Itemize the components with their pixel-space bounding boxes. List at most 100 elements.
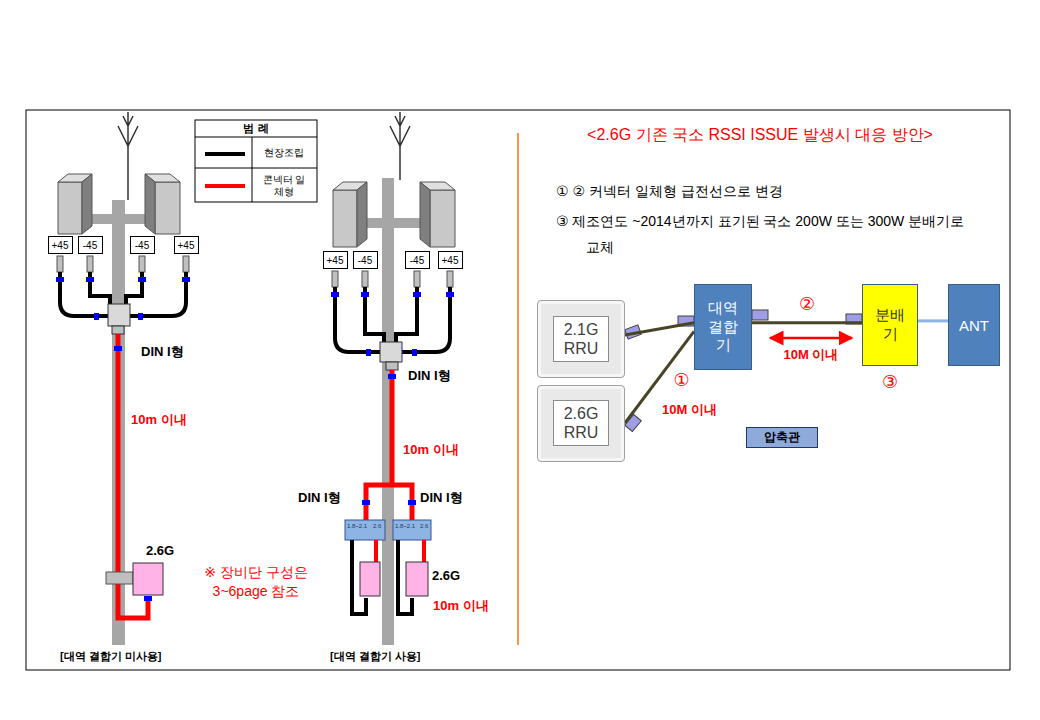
dimension-arrow bbox=[770, 337, 852, 340]
node-text: +45 bbox=[327, 255, 344, 266]
mount-bracket bbox=[106, 572, 133, 584]
blue-mark bbox=[138, 313, 143, 320]
port-label: +45 bbox=[174, 236, 199, 254]
blue-mark bbox=[86, 277, 94, 282]
divider-line bbox=[517, 133, 519, 645]
legend-rule bbox=[195, 168, 317, 169]
diagram-label: [대역 결합기 미사용] bbox=[60, 650, 161, 663]
blue-mark bbox=[446, 292, 454, 297]
blue-mark bbox=[144, 596, 152, 601]
node-text: -45 bbox=[83, 240, 97, 251]
port-connector bbox=[87, 256, 93, 272]
legend-rule bbox=[252, 137, 253, 202]
blue-mark bbox=[182, 277, 190, 282]
equipment-box bbox=[406, 562, 428, 596]
diagram-label: 10m 이내 bbox=[433, 598, 489, 614]
node-text: +45 bbox=[442, 255, 459, 266]
connector-line bbox=[625, 323, 694, 335]
diagram-label: 범 례 bbox=[243, 122, 268, 135]
jumper-cable bbox=[352, 540, 412, 614]
diagram-label: DIN I형 bbox=[408, 368, 451, 384]
node-text: -45 bbox=[135, 240, 149, 251]
blue-mark bbox=[331, 292, 339, 297]
connector-line bbox=[752, 321, 862, 324]
blue-mark bbox=[56, 277, 64, 282]
port-label: +45 bbox=[438, 251, 463, 269]
node-text: +45 bbox=[52, 240, 69, 251]
blue-mark bbox=[388, 374, 396, 379]
legend-text: 현장조립 bbox=[261, 147, 307, 159]
port-connector bbox=[447, 271, 453, 287]
antenna-panel bbox=[82, 174, 92, 234]
equipment-box bbox=[133, 563, 163, 595]
diagram-label: 10m 이내 bbox=[403, 442, 459, 458]
diagram-label: [대역 결합기 사용] bbox=[330, 650, 420, 663]
blue-mark bbox=[413, 292, 421, 297]
edge-label: ② bbox=[798, 294, 816, 316]
blue-mark bbox=[412, 349, 417, 356]
port-label: -45 bbox=[405, 251, 430, 269]
legend-text: 콘넥터 일체형 bbox=[261, 174, 307, 198]
page-frame bbox=[26, 110, 1010, 670]
blue-mark bbox=[138, 277, 146, 282]
blue-mark bbox=[366, 349, 371, 356]
antenna-mast bbox=[390, 112, 410, 180]
diagram-label: 1.8~2.1 bbox=[347, 523, 367, 530]
feeder-cable bbox=[376, 540, 424, 562]
rf-port bbox=[625, 414, 642, 431]
diagram-label: DIN I형 bbox=[298, 490, 341, 506]
diagram-label: 2.6 bbox=[373, 523, 381, 530]
diagram-label: ① ② 커넥터 일체형 급전선으로 변경 bbox=[556, 183, 783, 200]
connector-line bbox=[918, 319, 948, 322]
antenna-panel bbox=[155, 182, 180, 234]
blue-mark bbox=[362, 500, 370, 505]
legend-box bbox=[195, 120, 317, 202]
rru-unit: 2.1G RRU bbox=[537, 300, 625, 378]
diagram-label: 1.8~2.1 bbox=[395, 523, 415, 530]
diagram-label: DIN I형 bbox=[141, 344, 184, 360]
divider-box: 분배기 bbox=[862, 284, 918, 366]
legend-rule bbox=[195, 137, 317, 138]
port-label: -45 bbox=[130, 236, 155, 254]
node-text: 대역 결합기 bbox=[707, 299, 739, 355]
port-label: +45 bbox=[323, 251, 348, 269]
antenna-panel bbox=[357, 182, 367, 247]
port-label: +45 bbox=[48, 236, 73, 254]
antenna-mast bbox=[118, 112, 138, 200]
diagram-label: ③ bbox=[882, 372, 898, 394]
port-label: -45 bbox=[78, 236, 103, 254]
node-text: 2.6G RRU bbox=[553, 400, 609, 446]
rru-unit: 2.6G RRU bbox=[537, 385, 625, 462]
splitter bbox=[108, 304, 130, 326]
antenna-panel bbox=[430, 190, 455, 247]
antenna-box: ANT bbox=[948, 284, 1000, 366]
antenna-panel bbox=[333, 190, 357, 247]
node-text: -45 bbox=[358, 255, 372, 266]
blue-mark bbox=[94, 313, 99, 320]
blue-mark bbox=[361, 292, 369, 297]
port-connector bbox=[332, 271, 338, 287]
diagram-label: 2.6 bbox=[420, 523, 428, 530]
combiner-box: 대역 결합기 bbox=[694, 284, 752, 370]
port-connector bbox=[139, 256, 145, 272]
antenna-panel bbox=[420, 182, 430, 247]
diagram-label: ③ 제조연도 ~2014년까지 표기된 국소 200W 또는 300W 분배기로… bbox=[556, 209, 966, 261]
antenna-panel bbox=[58, 182, 82, 234]
node-text: +45 bbox=[178, 240, 195, 251]
port-connector bbox=[57, 256, 63, 272]
panel-title: <2.6G 기존 국소 RSSI ISSUE 발생시 대응 방안> bbox=[587, 125, 933, 144]
legend-line-sample bbox=[205, 152, 245, 156]
node-text: 분배기 bbox=[874, 306, 906, 344]
band-combiner bbox=[345, 520, 385, 540]
antenna-panel bbox=[145, 174, 155, 234]
diagram-label: 2.6G bbox=[146, 543, 174, 559]
tube-box: 압축관 bbox=[746, 427, 818, 448]
diagram-label: 2.6G bbox=[432, 568, 460, 584]
port-label: -45 bbox=[353, 251, 378, 269]
legend-line-sample bbox=[205, 184, 245, 188]
node-text: 압축관 bbox=[764, 429, 800, 446]
blue-mark bbox=[408, 500, 416, 505]
din-connector bbox=[386, 362, 398, 370]
port-connector bbox=[183, 256, 189, 272]
